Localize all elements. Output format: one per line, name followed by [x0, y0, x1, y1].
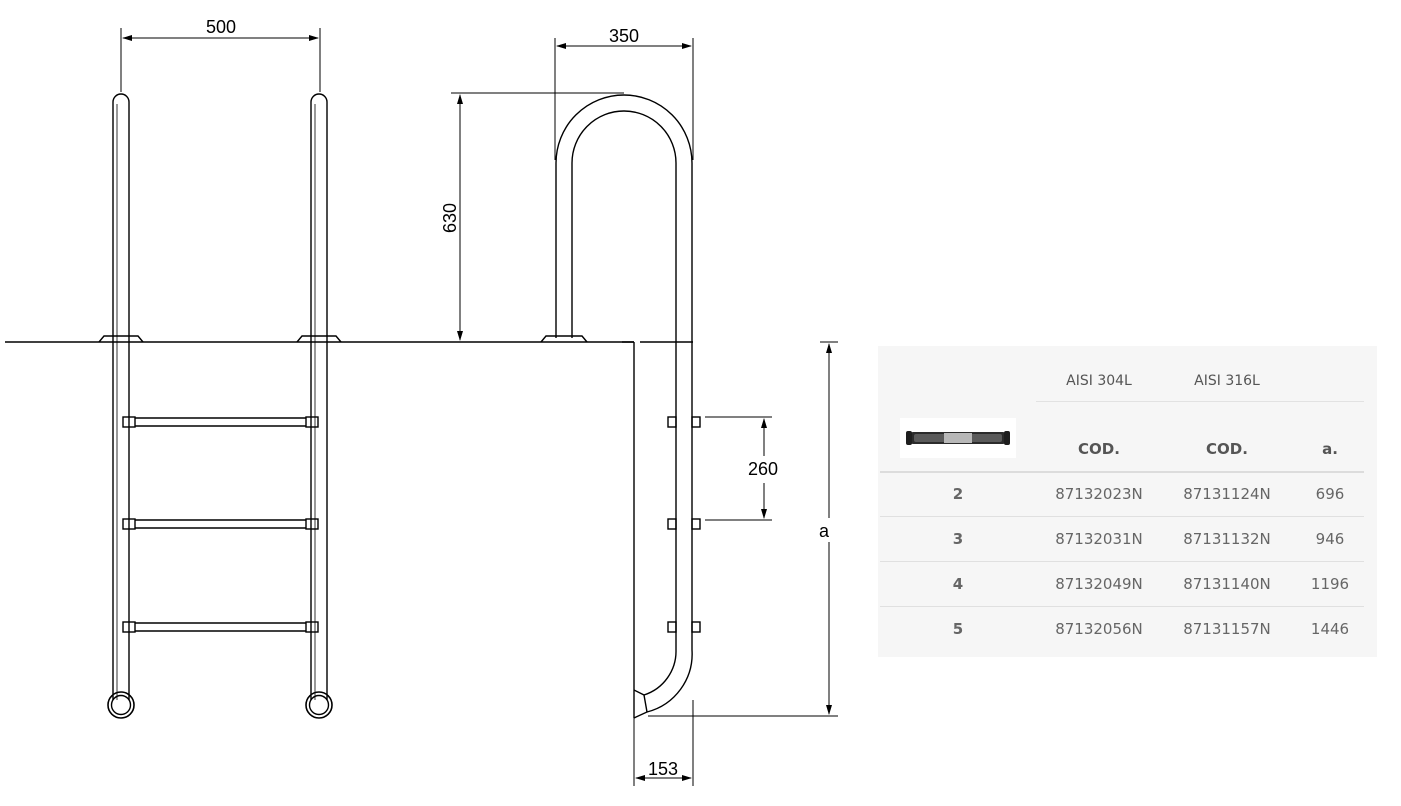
- cell-a: 1446: [1310, 620, 1350, 638]
- side-handrail-outer: [555, 94, 693, 713]
- front-left-flange: [98, 335, 144, 343]
- row-divider: [880, 606, 1364, 607]
- cell-a: 946: [1315, 530, 1345, 548]
- front-step-2: [122, 518, 319, 530]
- dim-front-width-label: 500: [206, 17, 236, 37]
- dim-offset: [633, 700, 694, 786]
- cell-code-304: 87132049N: [1055, 575, 1143, 593]
- front-left-rail: [112, 93, 130, 700]
- side-flange: [540, 335, 588, 343]
- dim-handrail-height: [451, 92, 624, 341]
- col-header-code-304: COD.: [1078, 440, 1120, 458]
- side-step-3: [667, 621, 701, 633]
- cell-a: 1196: [1310, 575, 1350, 593]
- grade-header-316: AISI 316L: [1194, 373, 1260, 389]
- front-right-flange: [296, 335, 342, 343]
- dim-offset-label: 153: [648, 759, 678, 779]
- dim-step-spacing: [705, 416, 772, 521]
- front-step-3: [122, 621, 319, 633]
- front-step-1: [122, 416, 319, 428]
- cell-steps: 2: [952, 485, 964, 503]
- ladder-step-thumbnail: [900, 418, 1016, 458]
- cell-code-316: 87131157N: [1183, 620, 1271, 638]
- row-divider: [880, 561, 1364, 562]
- side-handrail-inner: [571, 110, 677, 696]
- cell-code-316: 87131124N: [1183, 485, 1271, 503]
- dim-handrail-height-label: 630: [440, 203, 460, 233]
- front-right-foot: [305, 691, 333, 719]
- col-header-code-316: COD.: [1206, 440, 1248, 458]
- pool-wall: [622, 341, 635, 718]
- cell-code-304: 87132023N: [1055, 485, 1143, 503]
- cell-steps: 4: [952, 575, 964, 593]
- col-header-a: a.: [1322, 440, 1338, 458]
- side-step-1: [667, 416, 701, 428]
- cell-steps: 3: [952, 530, 964, 548]
- grade-header-304: AISI 304L: [1066, 373, 1132, 389]
- row-divider: [880, 471, 1364, 473]
- dim-side-width: [554, 38, 694, 160]
- dim-depth: [648, 341, 838, 717]
- cell-a: 696: [1315, 485, 1345, 503]
- header-divider: [1036, 401, 1364, 402]
- front-right-rail: [310, 93, 328, 700]
- ladder-step-icon: [906, 431, 1010, 445]
- cell-steps: 5: [952, 620, 964, 638]
- dim-step-spacing-label: 260: [748, 459, 778, 479]
- side-step-2: [667, 518, 701, 530]
- cell-code-316: 87131132N: [1183, 530, 1271, 548]
- row-divider: [880, 516, 1364, 517]
- cell-code-316: 87131140N: [1183, 575, 1271, 593]
- cell-code-304: 87132056N: [1055, 620, 1143, 638]
- side-view: [451, 38, 838, 786]
- dim-side-width-label: 350: [609, 26, 639, 46]
- cell-code-304: 87132031N: [1055, 530, 1143, 548]
- front-view: [5, 28, 634, 719]
- dim-depth-label: a: [819, 521, 830, 541]
- dim-front-width: [120, 28, 321, 92]
- front-left-foot: [107, 691, 135, 719]
- spec-table: AISI 304L AISI 316L COD. COD. a. 2 87132…: [878, 346, 1377, 657]
